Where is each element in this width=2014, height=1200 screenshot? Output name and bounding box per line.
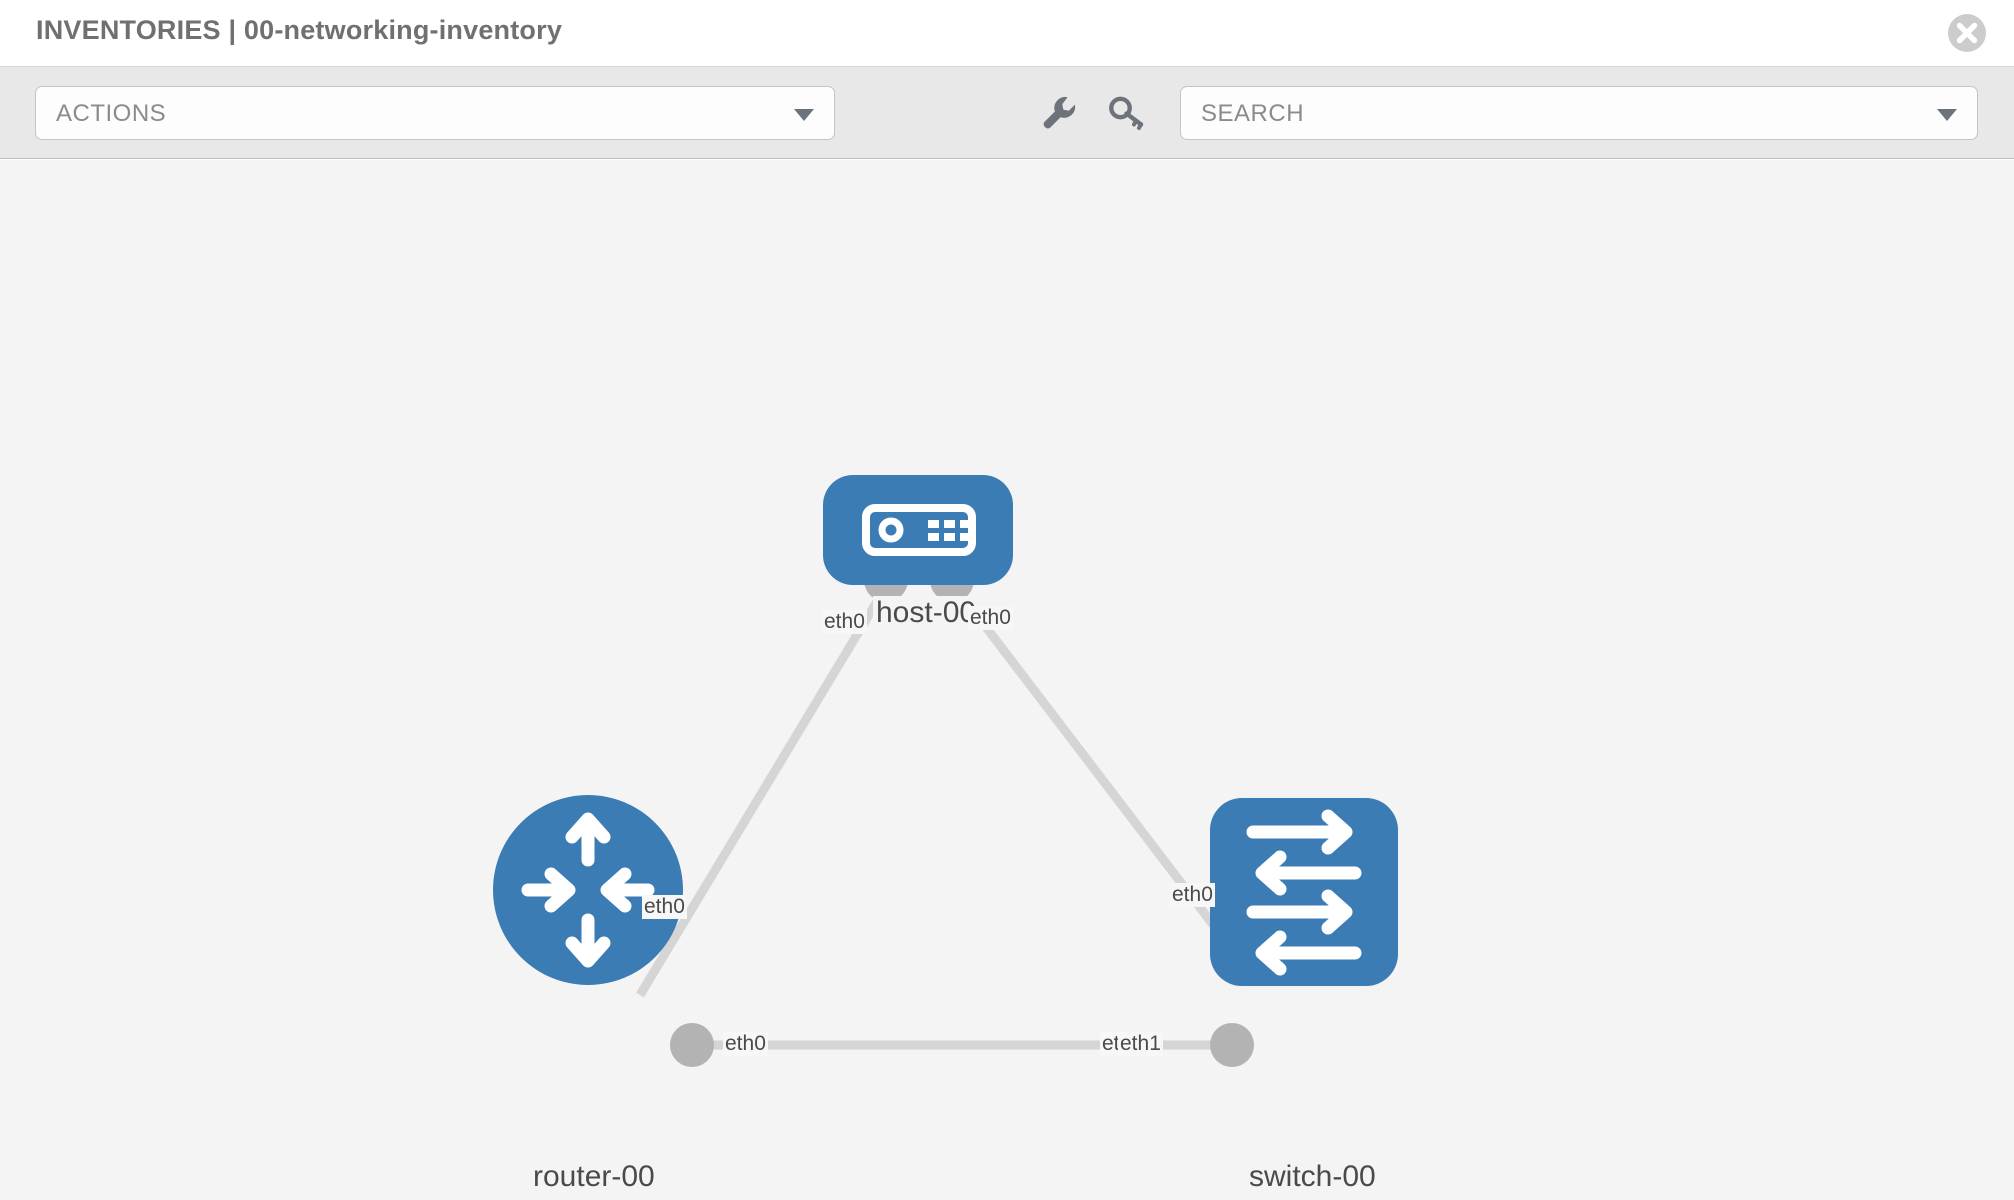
chevron-down-icon[interactable] — [1937, 109, 1957, 121]
iface-label: eth1 — [1118, 1032, 1163, 1056]
connector-knob — [670, 1023, 714, 1067]
iface-label: eth0 — [1170, 883, 1215, 907]
close-button[interactable] — [1948, 14, 1986, 52]
actions-dropdown-label: ACTIONS — [56, 100, 167, 127]
chevron-down-icon — [794, 109, 814, 121]
node-switch-00 — [1210, 798, 1398, 986]
node-host-00 — [823, 475, 1013, 585]
link-host-router — [636, 577, 894, 998]
router-arrows-icon — [521, 812, 655, 968]
search-input[interactable] — [1201, 87, 1901, 141]
switch-arrows-icon — [1246, 809, 1362, 976]
iface-label: eth0 — [723, 1032, 768, 1056]
search-field[interactable] — [1180, 86, 1978, 141]
topology-canvas[interactable]: host-00 router-00 switch-00 eth0 eth0 et… — [0, 160, 2014, 1200]
topology-connectors — [670, 558, 1259, 1067]
toolbar: ACTIONS — [0, 67, 2014, 159]
topology-links — [636, 577, 1244, 1050]
key-icon[interactable] — [1105, 91, 1149, 135]
server-icon — [862, 504, 976, 556]
wrench-icon[interactable] — [1037, 91, 1081, 135]
node-label-switch-00: switch-00 — [1246, 1160, 1379, 1194]
node-router-00 — [493, 795, 683, 985]
iface-label: eth0 — [822, 610, 867, 634]
node-label-router-00: router-00 — [530, 1160, 658, 1194]
window-header: INVENTORIES | 00-networking-inventory — [0, 0, 2014, 67]
connector-knob — [1210, 1023, 1254, 1067]
page-title: INVENTORIES | 00-networking-inventory — [36, 15, 563, 45]
node-label-host-00: host-00 — [873, 596, 980, 630]
iface-label: eth0 — [642, 895, 687, 919]
iface-label: eth0 — [968, 606, 1013, 630]
close-icon — [1956, 22, 1978, 44]
actions-dropdown[interactable]: ACTIONS — [35, 86, 835, 140]
